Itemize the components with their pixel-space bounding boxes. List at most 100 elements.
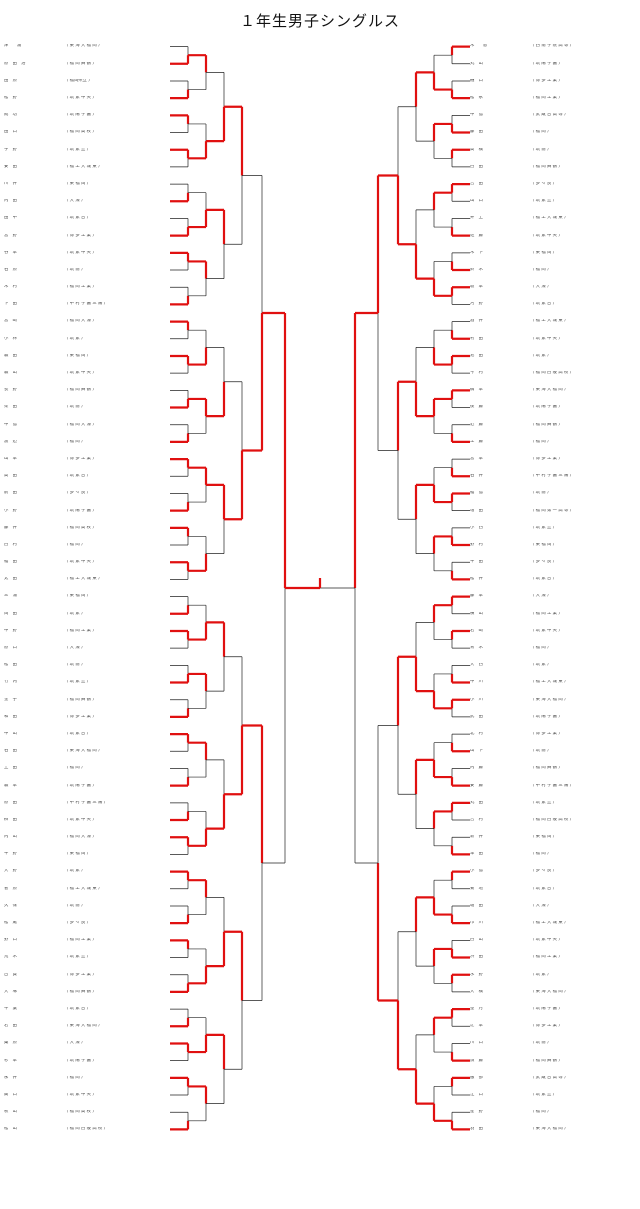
player-name: 本 田 — [470, 852, 483, 857]
list-item: 丸 田（ 筑 紫 丘 ） — [470, 794, 638, 811]
player-school: （ 筑 紫 中 央 ） — [64, 1092, 97, 1097]
player-name: 渡 辺 — [4, 439, 17, 444]
player-school: （ 大 濠 ） — [64, 199, 86, 204]
player-name: 羽 田 — [470, 1127, 483, 1132]
list-item: 森 本（ 筑 陽 学 園 ） — [4, 777, 170, 794]
list-item: 田 口（ 福 岡 高 校 ） — [4, 124, 170, 141]
player-school: （ 東 海 大 福 岡 ） — [64, 44, 103, 49]
list-item: 池 田（ 筑 紫 ） — [470, 347, 638, 364]
player-school: （ 福 岡 工 業 ） — [64, 285, 97, 290]
list-item: 小 西（ 筑 紫 丘 ） — [470, 519, 638, 536]
list-item: 星 野（ 福 岡 ） — [470, 1104, 638, 1121]
list-item: 江 口（ 筑 紫 丘 ） — [470, 1086, 638, 1103]
player-school: （ 福 岡 ） — [64, 766, 86, 771]
player-school: （ 福 岡 ） — [530, 1110, 552, 1115]
player-school: （ 筑 紫 中 央 ） — [64, 96, 97, 100]
list-item: 川 井（ 東 福 岡 ） — [4, 176, 170, 193]
list-item: 宮 野（ 博 多 工 業 ） — [4, 227, 170, 244]
list-item: 増 田（ 福 岡 第 一 高 等 ） — [470, 502, 638, 519]
player-name: 横 山 — [470, 611, 483, 616]
list-item: 和 田（ 博 多 工 業 ） — [4, 708, 170, 725]
player-school: （ 福 岡 舞 鶴 ） — [530, 422, 563, 427]
player-school: （ 東 海 大 福 岡 ） — [530, 697, 569, 702]
player-name: 野 口 — [4, 938, 17, 943]
player-school: （ 西 南 学 院 高 等 ） — [530, 44, 574, 49]
player-school: （ 博 多 工 業 ） — [530, 1024, 563, 1029]
player-name: 西 田 — [470, 164, 483, 169]
list-item: 藤 田（ 福 岡 ） — [470, 124, 638, 141]
list-item: 井 上（ 福 工 大 城 東 ） — [470, 210, 638, 227]
list-item: 浜 田（ 福 岡 工 業 ） — [470, 949, 638, 966]
list-item: 工 藤（ 福 岡 ） — [470, 433, 638, 450]
list-item: 横 山（ 福 岡 工 業 ） — [470, 605, 638, 622]
player-name: 山 口 — [470, 199, 483, 204]
list-item: 高 橋（ 筑 前 ） — [470, 141, 638, 158]
player-school: （ 福 岡 ） — [530, 267, 552, 272]
player-name: 吉 村 — [470, 817, 483, 822]
list-item: 菊 地（ 筑 紫 台 ） — [470, 880, 638, 897]
player-school: （ 多 々 良 ） — [64, 921, 91, 925]
player-name: 金 子 — [4, 697, 17, 702]
list-item: 松 井（ 筑 紫 台 ） — [470, 571, 638, 588]
player-name: 佐 藤 — [470, 233, 483, 238]
player-name: 井 上 — [470, 216, 483, 221]
list-item: 宮 崎（ 福 岡 大 濠 ） — [4, 313, 170, 330]
player-school: （ 筑 陽 学 園 ） — [64, 508, 97, 513]
player-school: （ 福 岡 舞 鶴 ） — [64, 388, 97, 393]
player-name: 中 川 — [470, 680, 483, 685]
list-item: 岡 田（ 筑 紫 ） — [4, 605, 170, 622]
list-item: 北 村（ 博 多 工 業 ） — [470, 726, 638, 743]
list-item: 高 田（ 筑 紫 台 ） — [4, 468, 170, 485]
player-school: （ 博 多 工 業 ） — [64, 972, 97, 977]
player-school: （ 多 々 良 ） — [64, 491, 91, 496]
list-item: 成 功（ 筑 陽 学 園 ） — [4, 107, 170, 124]
player-name: 千 葉 — [4, 1006, 17, 1011]
list-item: 森 山（ 筑 紫 中 央 ） — [4, 365, 170, 382]
player-school: （ 筑 陽 学 園 ） — [64, 113, 97, 118]
player-name: 吉 田 — [470, 181, 483, 186]
player-name: 河 野 — [470, 302, 483, 307]
list-item: 秋 山（ 福 岡 高 校 ） — [4, 1104, 170, 1121]
list-item: 原 口（ 大 濠 ） — [4, 640, 170, 657]
player-name: 酒 井 — [470, 319, 483, 324]
player-school: （ 東 福 岡 ） — [530, 835, 557, 840]
player-name: 望 月 — [470, 1006, 483, 1011]
player-name: 平 田 — [470, 560, 483, 565]
player-name: 小 林 — [4, 336, 17, 341]
player-school: （ 福 岡 舞 鶴 ） — [530, 164, 563, 169]
player-name: 原 口 — [4, 646, 17, 650]
player-school: （ 筑 紫 中 央 ） — [64, 560, 97, 565]
list-item: 今 村 （ 福 岡 西 陵 高 校 ） — [470, 365, 638, 382]
player-school: （ 福 岡 西 陵 高 校 ） — [530, 371, 574, 375]
list-item: 藤 井（ 福 岡 高 校 ） — [4, 519, 170, 536]
list-item: 柴 田（ 筑 前 ） — [4, 399, 170, 416]
player-name: 松 山 — [4, 1127, 17, 1132]
player-school: （ 筑 陽 学 園 ） — [530, 1006, 563, 1011]
player-name: 川 口 — [470, 1041, 483, 1046]
player-name: 今 村 — [470, 371, 483, 375]
list-item: 中 島（ 武 蔵 台 高 等 ） — [470, 107, 638, 124]
list-item: 川 口（ 筑 前 ） — [470, 1035, 638, 1052]
player-name: 藤 井 — [4, 525, 17, 530]
list-item: 渡 辺（ 福 岡 ） — [4, 433, 170, 450]
player-school: （ 筑 紫 丘 ） — [64, 680, 91, 685]
player-school: （ 福 岡 舞 鶴 ） — [530, 766, 563, 771]
list-item: 長 野（ 福 岡 舞 鶴 ） — [4, 382, 170, 399]
player-name: 辻 本 — [470, 1024, 483, 1029]
player-name: 秋 山 — [4, 1110, 17, 1115]
player-name: 内 山 — [4, 835, 17, 840]
player-school: （ 福 岡 工 業 ） — [64, 628, 97, 633]
player-name: 森 本 — [4, 783, 17, 788]
player-school: （ 福 岡 大 濠 ） — [64, 835, 97, 840]
player-name: 安 藤 — [470, 783, 483, 788]
player-name: 小 野 — [4, 508, 17, 513]
player-school: （ 筑 前 ） — [64, 903, 86, 908]
player-name: 柳 田 — [4, 817, 17, 822]
list-item: 吉 村（ 福 岡 西 陵 高 校 ） — [470, 811, 638, 828]
player-name: 増 田 — [470, 508, 483, 513]
player-name: 野 村 — [470, 542, 483, 547]
list-item: 木 村（ 福 岡 工 業 ） — [4, 279, 170, 296]
player-school: （ 筑 紫 ） — [64, 869, 86, 874]
list-item: 石 原（ 筑 前 ） — [4, 261, 170, 278]
list-item: 平 田（ 多 々 良 ） — [470, 554, 638, 571]
